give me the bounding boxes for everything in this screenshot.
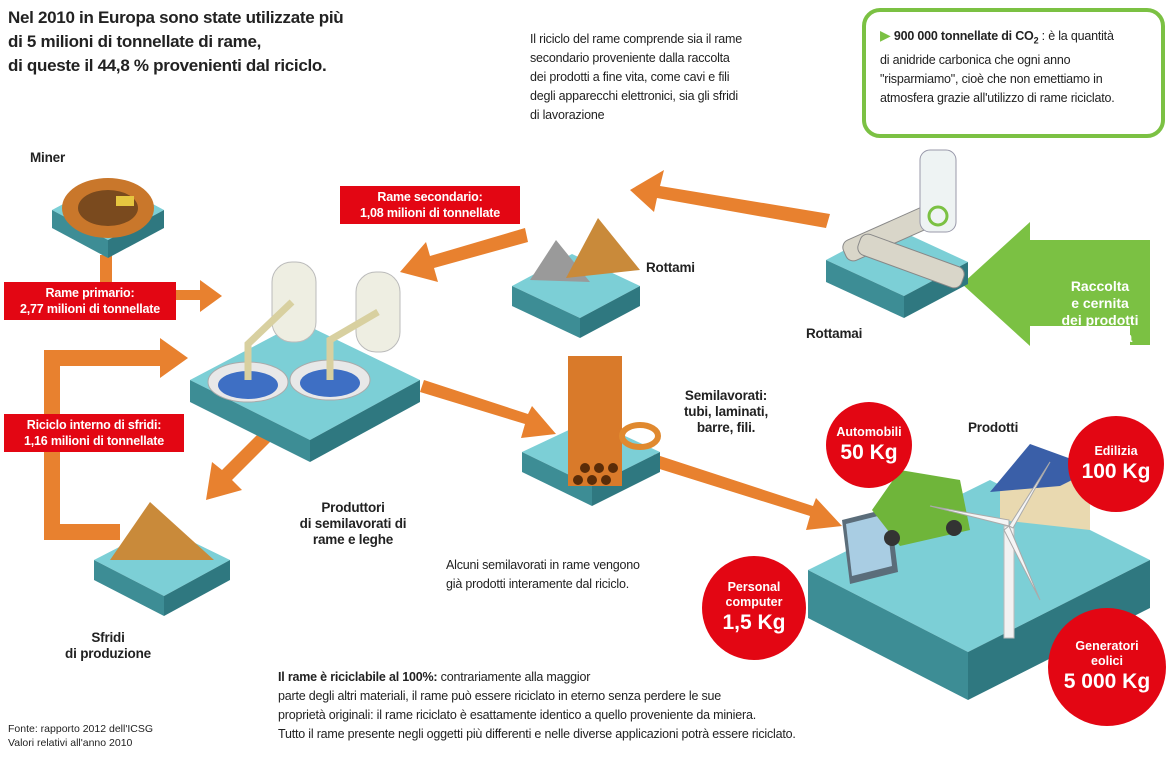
arrow-rottamai-to-rottami (630, 170, 830, 228)
label-rottamai: Rottamai (806, 326, 863, 341)
label-semilavorati: Semilavorati: tubi, laminati, barre, fil… (676, 388, 776, 436)
product-name: Personal (727, 580, 781, 594)
label-raccolta: Raccolta e cernita dei prodotti a fine v… (1050, 278, 1150, 346)
bottom-note-bold: Il rame è riciclabile al 100%: (278, 670, 438, 684)
semilavorati-note-line: Alcuni semilavorati in rame vengono (446, 558, 640, 572)
semilavorati-illustration (522, 356, 661, 506)
miner-illustration (52, 178, 164, 258)
label-sfridi-line: di produzione (65, 646, 151, 661)
source-line: Valori relativi all'anno 2010 (8, 737, 133, 749)
source-line: Fonte: rapporto 2012 dell'ICSG (8, 723, 154, 735)
red-box-line: 2,77 milioni di tonnellate (20, 302, 160, 316)
label-produttori-line: Produttori (321, 500, 385, 515)
bottom-note-line: proprietà originali: il rame riciclato è… (278, 708, 756, 722)
label-miner: Miner (30, 150, 66, 165)
arrow-produttori-to-semilavorati (420, 380, 556, 438)
semilavorati-note-line: già prodotti interamente dal riciclo. (446, 577, 629, 591)
produttori-illustration (190, 261, 420, 462)
label-prodotti: Prodotti (968, 420, 1019, 435)
label-semilavorati-line: barre, fili. (696, 420, 756, 435)
label-sfridi-line: Sfridi (91, 630, 125, 645)
recycling-note-line: di lavorazione (530, 108, 605, 122)
co2-headline: ▶ 900 000 tonnellate di CO2 : è la quant… (880, 26, 1147, 51)
prodotti-illustration (808, 444, 1150, 700)
product-value: 1,5 Kg (722, 611, 786, 634)
product-name: Edilizia (1094, 443, 1138, 458)
label-rottami: Rottami (646, 260, 695, 275)
arrow-rottami-to-produttori (400, 228, 528, 282)
co2-line: atmosfera grazie all'utilizzo di rame ri… (880, 90, 1115, 105)
product-name: Automobili (836, 424, 902, 439)
product-badge-edilizia: Edilizia 100 Kg (1068, 416, 1164, 512)
red-box-line: Riciclo interno di sfridi: (26, 418, 162, 432)
product-value: 100 Kg (1081, 459, 1151, 483)
product-badge-automobili: Automobili 50 Kg (826, 402, 912, 488)
product-value: 50 Kg (840, 440, 898, 464)
product-name: computer (725, 595, 783, 609)
recycling-note-line: Il riciclo del rame comprende sia il ram… (530, 32, 743, 46)
recycling-note-line: degli apparecchi elettronici, sia gli sf… (530, 89, 738, 103)
red-box-rame-secondario: Rame secondario: 1,08 milioni di tonnell… (340, 186, 520, 224)
sfridi-illustration (94, 502, 230, 616)
red-box-line: Rame secondario: (377, 190, 483, 204)
arrow-semilavorati-to-prodotti (650, 454, 842, 530)
headline-line-3: di queste il 44,8 % provenienti dal rici… (8, 56, 327, 75)
recycling-note-line: dei prodotti a fine vita, come cavi e fi… (530, 70, 730, 84)
bottom-note-rest: contrariamente alla maggior (437, 670, 591, 684)
label-raccolta-line: Raccolta (1070, 278, 1130, 294)
label-raccolta-line: dei prodotti (1061, 312, 1139, 328)
co2-line: di anidride carbonica che ogni anno (880, 52, 1071, 67)
product-name: Generatori (1075, 639, 1139, 653)
green-arrow-raccolta (962, 222, 1150, 346)
label-produttori-line: rame e leghe (312, 532, 394, 547)
bottom-note-first-line: Il rame è riciclabile al 100%: contraria… (278, 668, 918, 687)
co2-line: "risparmiamo", cioè che non emettiamo in (880, 71, 1103, 86)
arrow-sfridi-loop (44, 338, 188, 540)
red-box-line: 1,16 milioni di tonnellate (24, 434, 164, 448)
label-raccolta-line: a fine vita (1067, 329, 1133, 345)
headline-line-1: Nel 2010 in Europa sono state utilizzate… (8, 8, 344, 27)
product-name: eolici (1091, 654, 1123, 668)
headline-line-2: di 5 milioni di tonnellate di rame, (8, 32, 262, 51)
label-sfridi: Sfridi di produzione (38, 630, 178, 662)
label-produttori: Produttori di semilavorati di rame e leg… (278, 500, 428, 548)
co2-box: ▶ 900 000 tonnellate di CO2 : è la quant… (862, 8, 1165, 138)
label-semilavorati-line: Semilavorati: (684, 388, 768, 403)
headline: Nel 2010 in Europa sono state utilizzate… (8, 6, 428, 78)
bottom-note-line: Tutto il rame presente negli oggetti più… (278, 727, 796, 741)
co2-subscript: 2 (1033, 35, 1039, 46)
bottom-note: Il rame è riciclabile al 100%: contraria… (278, 668, 918, 744)
red-box-rame-primario: Rame primario: 2,77 milioni di tonnellat… (4, 282, 176, 320)
co2-amount: 900 000 tonnellate di CO (893, 29, 1034, 43)
source-note: Fonte: rapporto 2012 dell'ICSG Valori re… (8, 722, 153, 750)
rottami-illustration (512, 218, 640, 338)
bottom-note-line: parte degli altri materiali, il rame può… (278, 689, 722, 703)
product-value: 5 000 Kg (1063, 670, 1151, 693)
semilavorati-note: Alcuni semilavorati in rame vengono già … (446, 556, 706, 594)
co2-bullet-icon: ▶ (880, 27, 891, 43)
label-produttori-line: di semilavorati di (299, 516, 407, 531)
label-semilavorati-line: tubi, laminati, (683, 404, 768, 419)
red-box-riciclo-interno: Riciclo interno di sfridi: 1,16 milioni … (4, 414, 184, 452)
rottamai-illustration (826, 149, 968, 318)
red-box-line: Rame primario: (45, 286, 135, 300)
product-badge-personal-computer: Personal computer 1,5 Kg (702, 556, 806, 660)
flow-arrows (44, 170, 842, 540)
product-badge-generatori-eolici: Generatori eolici 5 000 Kg (1048, 608, 1166, 726)
recycling-note-line: secondario proveniente dalla raccolta (530, 51, 730, 65)
label-raccolta-line: e cernita (1071, 295, 1129, 311)
arrow-produttori-to-sfridi (206, 430, 272, 500)
red-box-line: 1,08 milioni di tonnellate (360, 206, 500, 220)
co2-rest: : è la quantità (1038, 29, 1114, 43)
recycling-note: Il riciclo del rame comprende sia il ram… (530, 30, 830, 125)
